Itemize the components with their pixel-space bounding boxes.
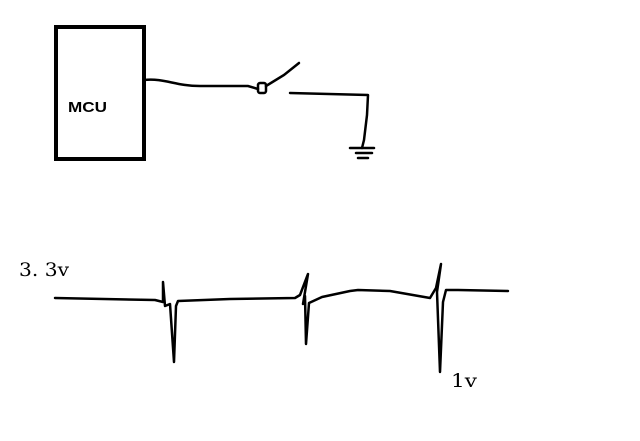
ground-symbol [348, 146, 376, 160]
wire-mcu-to-switch [142, 78, 260, 91]
voltage-low-label: 1v [451, 370, 477, 392]
switch-contact [256, 81, 268, 95]
mcu-box [54, 25, 146, 161]
mcu-label: MCU [68, 99, 107, 116]
voltage-high-label: 3. 3v [19, 259, 69, 281]
switch-lever [264, 61, 301, 88]
voltage-waveform [53, 262, 510, 374]
wire-switch-to-ground [288, 91, 370, 150]
